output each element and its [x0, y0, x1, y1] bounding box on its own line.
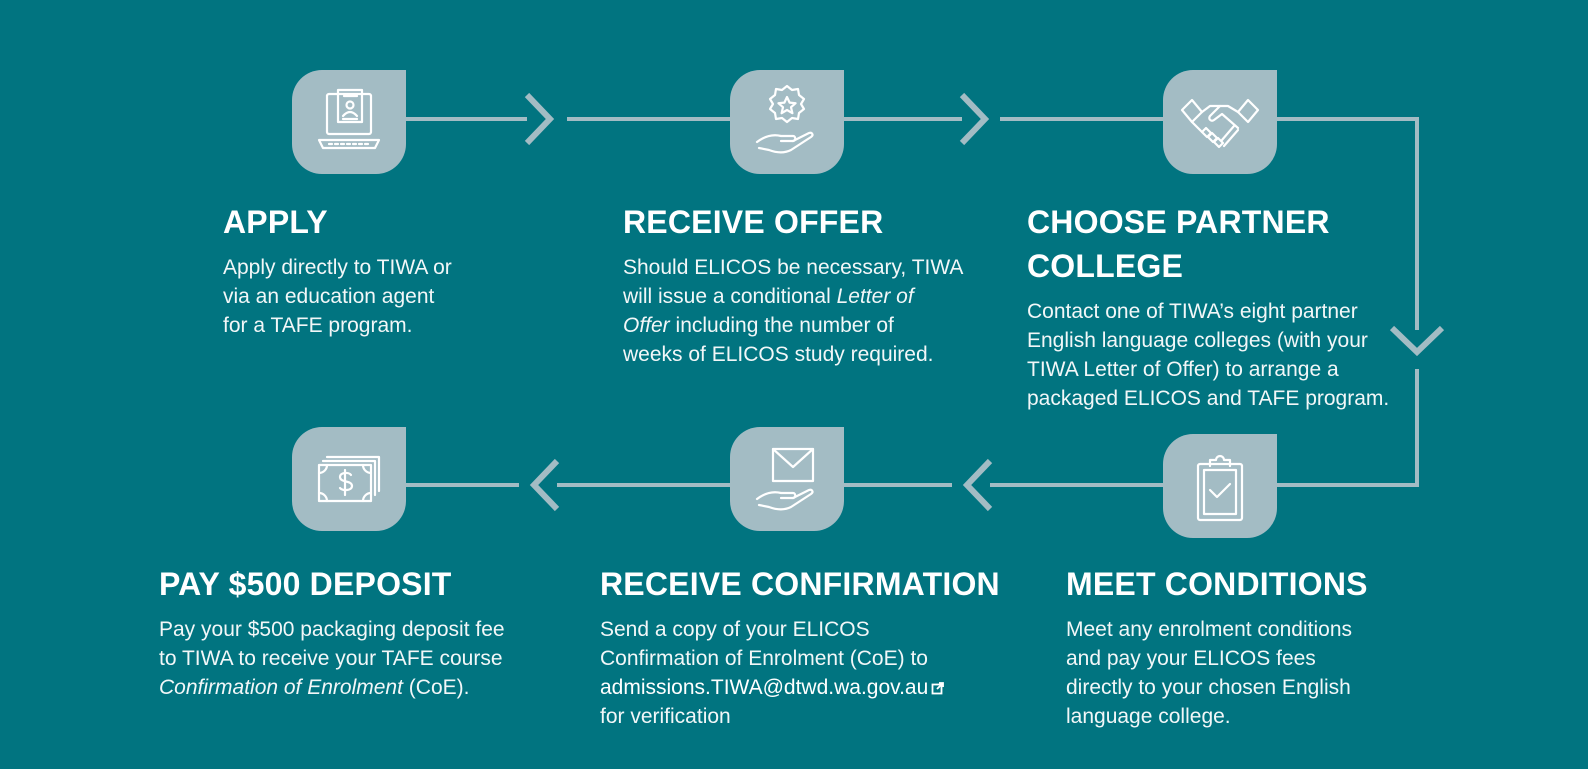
- step-description: Contact one of TIWA’s eight partner Engl…: [1027, 300, 1390, 410]
- confirmation-of-enrolment-term: Confirmation of Enrolment: [159, 676, 403, 699]
- step-title: APPLY: [223, 204, 328, 240]
- letter-of-offer-term: Letter of: [836, 285, 914, 308]
- chevron-down-arrow: [1389, 325, 1445, 357]
- step-title: PAY $500 DEPOSIT: [159, 566, 452, 602]
- step-receive-confirmation: RECEIVE CONFIRMATION Send a copy of your…: [600, 562, 1000, 731]
- chevron-left-arrow-2: [529, 458, 560, 512]
- step-title: RECEIVE OFFER: [623, 204, 884, 240]
- handshake-icon: [1163, 70, 1277, 174]
- step-description: Pay your $500 packaging deposit fee to T…: [159, 618, 505, 699]
- chevron-right-arrow-2: [959, 92, 990, 146]
- step-description: Apply directly to TIWA or via an educati…: [223, 256, 452, 337]
- banknote-dollar-icon: [292, 427, 406, 531]
- laptop-application-icon: [292, 70, 406, 174]
- step-pay-deposit: PAY $500 DEPOSIT Pay your $500 packaging…: [159, 562, 559, 702]
- hand-envelope-icon: [730, 427, 844, 531]
- admissions-email-link[interactable]: admissions.TIWA@dtwd.wa.gov.au: [600, 676, 945, 699]
- step-title: RECEIVE CONFIRMATION: [600, 566, 1000, 602]
- hand-award-icon: [730, 70, 844, 174]
- connector-right-edge-to-meet: [1277, 369, 1419, 487]
- external-link-icon: [931, 682, 945, 695]
- chevron-right-arrow-1: [524, 92, 555, 146]
- letter-of-offer-term: Offer: [623, 314, 670, 337]
- step-choose-partner-college: CHOOSE PARTNER COLLEGE Contact one of TI…: [1027, 200, 1397, 413]
- step-title: MEET CONDITIONS: [1066, 566, 1368, 602]
- step-meet-conditions: MEET CONDITIONS Meet any enrolment condi…: [1066, 562, 1426, 731]
- chevron-left-arrow-1: [962, 458, 993, 512]
- connector-choose-to-right-edge: [1277, 117, 1419, 330]
- step-description: Send a copy of your ELICOS Confirmation …: [600, 615, 1000, 731]
- clipboard-check-icon: [1163, 434, 1277, 538]
- step-description: Meet any enrolment conditions and pay yo…: [1066, 618, 1352, 728]
- step-receive-offer: RECEIVE OFFER Should ELICOS be necessary…: [623, 200, 983, 369]
- step-title: CHOOSE PARTNER COLLEGE: [1027, 204, 1330, 284]
- step-description: Should ELICOS be necessary, TIWA will is…: [623, 256, 964, 366]
- step-apply: APPLY Apply directly to TIWA or via an e…: [223, 200, 563, 340]
